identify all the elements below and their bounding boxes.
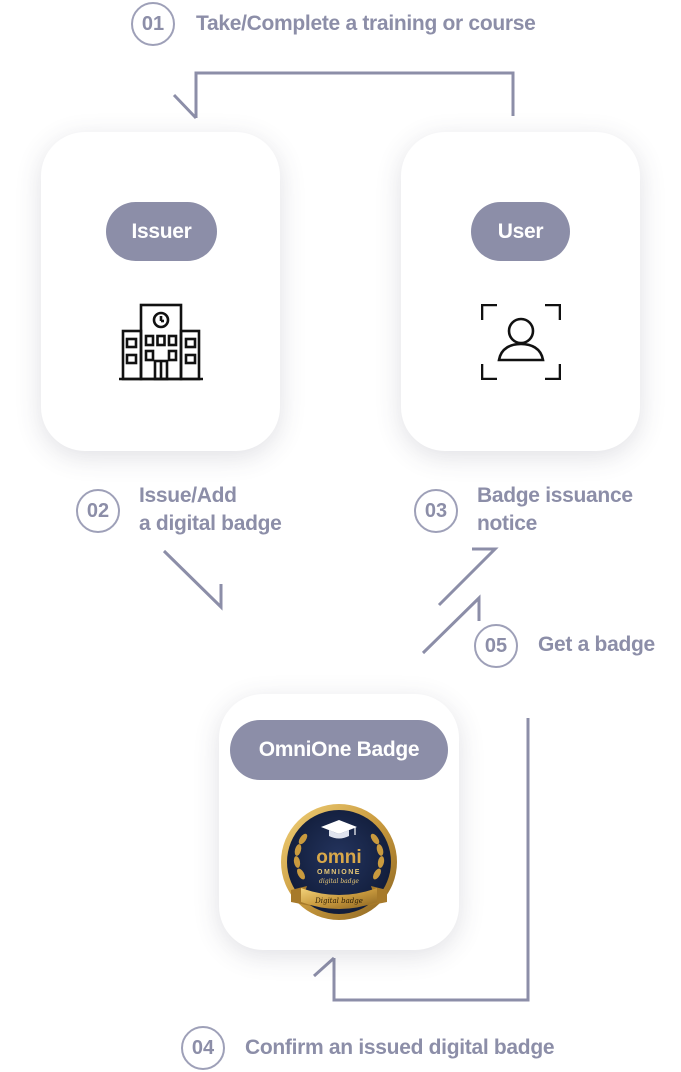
step-label-02-line2: a digital badge	[139, 512, 282, 535]
arrowhead-issuer	[172, 93, 198, 120]
omnione-badge-label: OmniOne Badge	[230, 720, 448, 780]
step-label-01: Take/Complete a training or course	[196, 12, 536, 35]
arrowhead-badge	[312, 956, 336, 978]
issuer-label: Issuer	[106, 202, 217, 261]
connector-user-to-issuer	[194, 71, 515, 118]
step-label-04: Confirm an issued digital badge	[245, 1036, 555, 1059]
omnione-digital-badge-icon: omni OMNIONE digital badge Digital badge	[281, 804, 397, 920]
step-number-04: 04	[181, 1026, 225, 1070]
step-number-03: 03	[414, 489, 458, 533]
badge-sub-text: OMNIONE	[317, 869, 361, 876]
badge-ribbon-text: Digital badge	[314, 897, 363, 905]
badge-script-text: digital badge	[319, 878, 359, 885]
step-number-05: 05	[474, 624, 518, 668]
connector-confirm-badge	[332, 718, 530, 1002]
user-scan-icon	[481, 304, 561, 380]
step-label-05: Get a badge	[538, 633, 655, 656]
connector-badge-to-user-notice	[437, 547, 499, 607]
connector-get-badge	[421, 594, 481, 655]
school-building-icon	[119, 303, 203, 381]
connector-issuer-to-badge	[162, 549, 223, 611]
step-number-02: 02	[76, 489, 120, 533]
step-label-02-line1: Issue/Add	[139, 484, 237, 507]
user-label: User	[471, 202, 570, 261]
step-number-01: 01	[131, 2, 175, 46]
step-label-03-line1: Badge issuance	[477, 484, 633, 507]
step-label-03-line2: notice	[477, 512, 538, 535]
omnione-badge-card: OmniOne Badge	[219, 694, 459, 950]
badge-brand-text: omni	[316, 847, 361, 868]
issuer-card: Issuer	[41, 132, 280, 451]
user-card: User	[401, 132, 640, 451]
